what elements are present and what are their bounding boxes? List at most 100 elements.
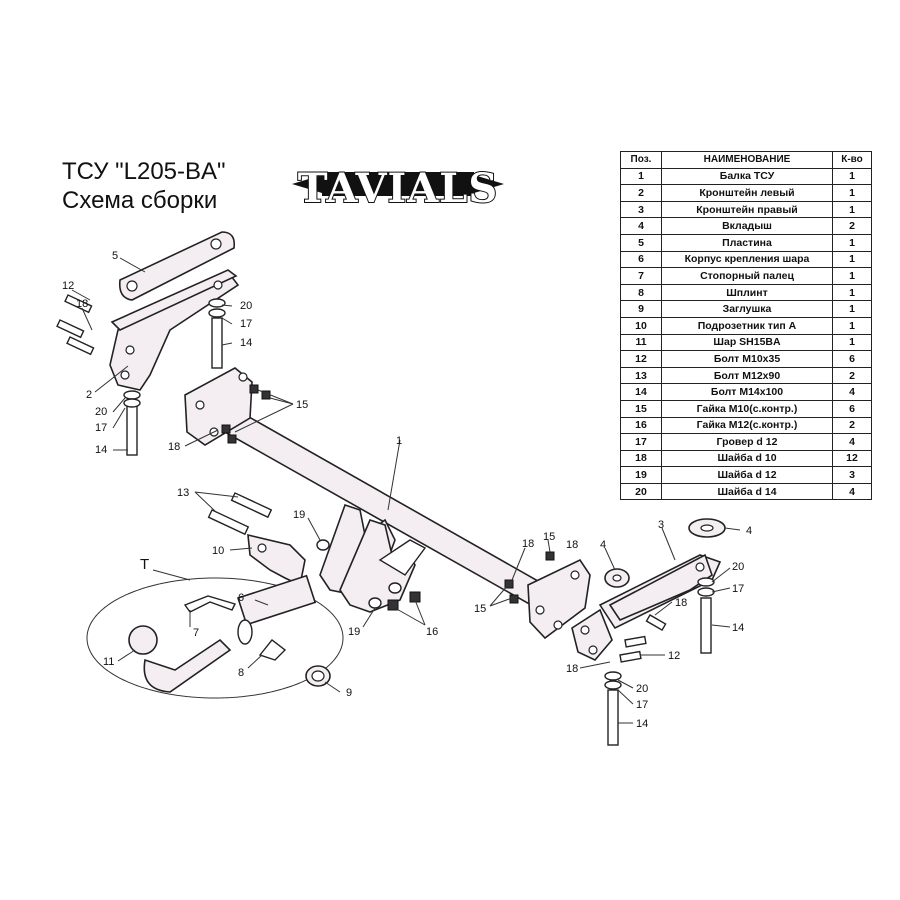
cell-pos: 15 [620,399,662,418]
cell-name: Болт М12х90 [661,366,833,385]
left-bracket-part-2 [109,269,240,391]
insert-part-4 [604,518,726,588]
cell-qty: 1 [832,184,872,202]
callout-T: T [140,556,149,573]
title-line-2: Схема сборки [62,187,218,214]
cell-name: Шайба d 12 [661,466,833,484]
cell-pos: 1 [620,167,662,186]
cell-name: Стопорный палец [661,267,833,285]
callout-15: 15 [296,399,308,411]
callout-1: 1 [396,435,402,447]
right-bracket-part-3 [571,553,722,661]
cell-name: Шар SH15BA [661,333,833,352]
cell-name: Болт М10х35 [661,350,833,368]
plate-part-5 [118,231,236,301]
callout-9: 9 [346,687,352,699]
cell-pos: 12 [620,350,662,368]
callout-20: 20 [95,406,107,418]
cell-pos: 7 [620,267,662,285]
cell-qty: 4 [832,482,872,501]
callout-20: 20 [240,300,252,312]
callout-15: 15 [474,603,486,615]
cell-name: Пластина [661,233,833,252]
cell-qty: 2 [832,217,872,235]
cell-pos: 6 [620,250,662,269]
callout-18: 18 [675,597,687,609]
callout-14: 14 [240,337,252,349]
callout-20: 20 [636,683,648,695]
cell-qty: 4 [832,383,872,401]
cell-pos: 10 [620,316,662,335]
socket-plate-part-10 [247,533,306,587]
callout-16: 16 [426,626,438,638]
callout-2: 2 [86,389,92,401]
document-title: ТСУ "L205-BA" Схема сборки [62,157,226,215]
cell-qty: 2 [832,416,872,435]
cell-name: Гровер d 12 [661,433,833,451]
callout-18: 18 [168,441,180,453]
callout-14: 14 [95,444,107,456]
cell-pos: 13 [620,366,662,385]
callout-labels: 5 12 18 2 20 17 14 20 17 14 15 18 1 13 1… [62,250,752,730]
callout-6: 6 [238,592,244,604]
callout-17: 17 [240,318,252,330]
cell-name: Корпус крепления шара [661,250,833,269]
callout-3: 3 [658,519,664,531]
cell-name: Шайба d 14 [661,482,833,501]
callout-13: 13 [177,487,189,499]
callout-12: 12 [62,280,74,292]
cell-pos: 16 [620,416,662,435]
cell-name: Кронштейн правый [661,200,833,219]
cell-pos: 9 [620,300,662,318]
title-line-1: ТСУ "L205-BA" [62,158,226,185]
logo-text: TAVIALS [298,165,499,212]
callout-18: 18 [566,663,578,675]
cell-qty: 1 [832,250,872,269]
leader-lines [71,257,741,724]
callout-19: 19 [348,626,360,638]
cell-qty: 1 [832,267,872,285]
callout-5: 5 [112,250,118,262]
cell-pos: 5 [620,233,662,252]
callout-14: 14 [732,622,744,634]
cell-name: Вкладыш [661,217,833,235]
table-header-row: Поз. НАИМЕНОВАНИЕ К-во [620,151,872,169]
cell-qty: 1 [832,283,872,302]
callout-14: 14 [636,718,648,730]
cell-pos: 11 [620,333,662,352]
callout-18: 18 [76,298,88,310]
cell-name: Шплинт [661,283,833,302]
cell-qty: 1 [832,233,872,252]
callout-7: 7 [193,627,199,639]
cell-qty: 4 [832,433,872,451]
tavials-logo: TAVIALS [292,164,504,213]
callout-4: 4 [746,525,752,537]
header-name: НАИМЕНОВАНИЕ [661,151,833,169]
callout-18: 18 [566,539,578,551]
callout-15: 15 [543,531,555,543]
header-pos: Поз. [620,151,662,169]
cell-qty: 2 [832,366,872,385]
cell-pos: 18 [620,449,662,468]
cell-name: Заглушка [661,300,833,318]
cell-pos: 4 [620,217,662,235]
bolts-part-14 [123,298,715,746]
cell-pos: 3 [620,200,662,219]
cell-pos: 17 [620,433,662,451]
callout-17: 17 [636,699,648,711]
cell-qty: 1 [832,167,872,186]
